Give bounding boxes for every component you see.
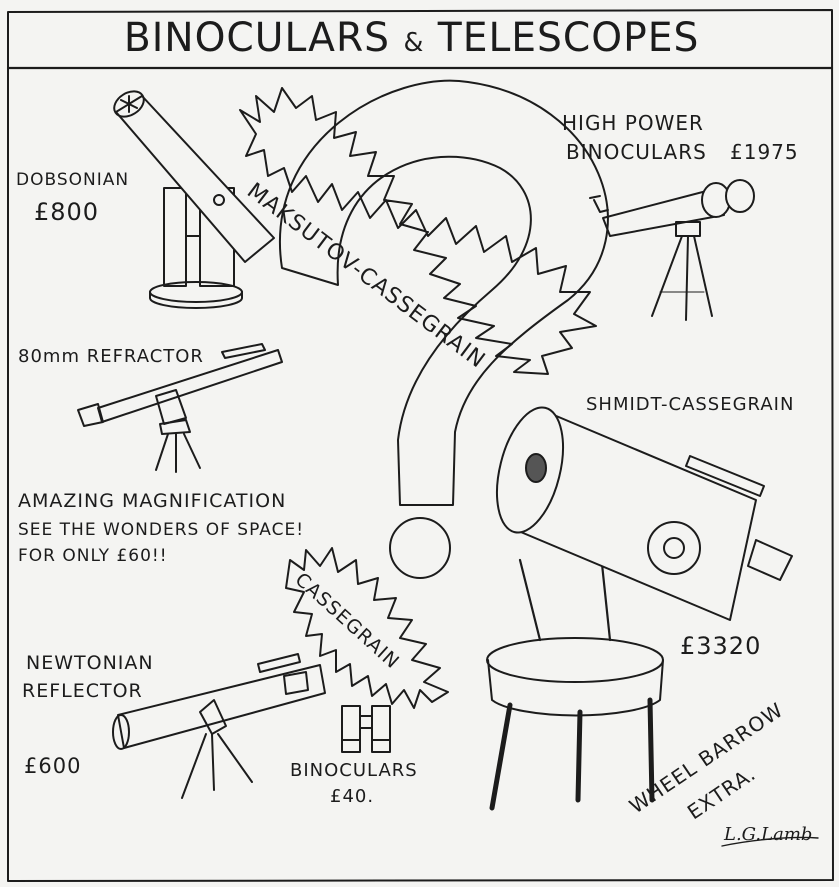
signature-flourish: [721, 836, 819, 847]
cassegrain-starburst: [285, 547, 449, 709]
amazing-line3: FOR ONLY £60!!: [18, 546, 168, 566]
amazing-line2: SEE THE WONDERS OF SPACE!: [18, 520, 305, 540]
high-power-price: £1975: [730, 140, 799, 164]
binoculars-label: BINOCULARS: [290, 760, 418, 781]
title-ampersand: &: [403, 28, 425, 58]
amazing-line1: AMAZING MAGNIFICATION: [18, 490, 287, 512]
newtonian-reflector-telescope: [112, 653, 326, 799]
schmidt-cassegrain-price: £3320: [680, 632, 762, 660]
artist-signature: L.G.Lamb: [724, 824, 813, 845]
panel-frame: [6, 9, 834, 882]
dobsonian-telescope: [113, 90, 275, 309]
question-mark: [279, 79, 609, 579]
newtonian-line1: NEWTONIAN: [26, 652, 154, 674]
high-power-line1: HIGH POWER: [562, 111, 704, 135]
dobsonian-label: DOBSONIAN: [16, 170, 130, 190]
title-telescopes: TELESCOPES: [437, 15, 700, 61]
high-power-binoculars: [589, 179, 755, 321]
high-power-line2: BINOCULARS: [566, 140, 707, 164]
newtonian-line2: REFLECTOR: [22, 680, 143, 702]
maksutov-starburst: [239, 87, 597, 375]
schmidt-cassegrain-label: SHMIDT-CASSEGRAIN: [586, 394, 795, 415]
title-binoculars: BINOCULARS: [123, 15, 391, 61]
newtonian-price: £600: [24, 754, 82, 778]
small-binoculars: [341, 705, 391, 753]
binoculars-price: £40.: [330, 786, 375, 807]
schmidt-cassegrain-telescope: [486, 406, 793, 811]
refractor-telescope: [77, 343, 283, 473]
refractor-label: 80mm REFRACTOR: [18, 346, 204, 367]
page-title: BINOCULARS & TELESCOPES: [124, 18, 699, 58]
dobsonian-price: £800: [34, 198, 100, 226]
